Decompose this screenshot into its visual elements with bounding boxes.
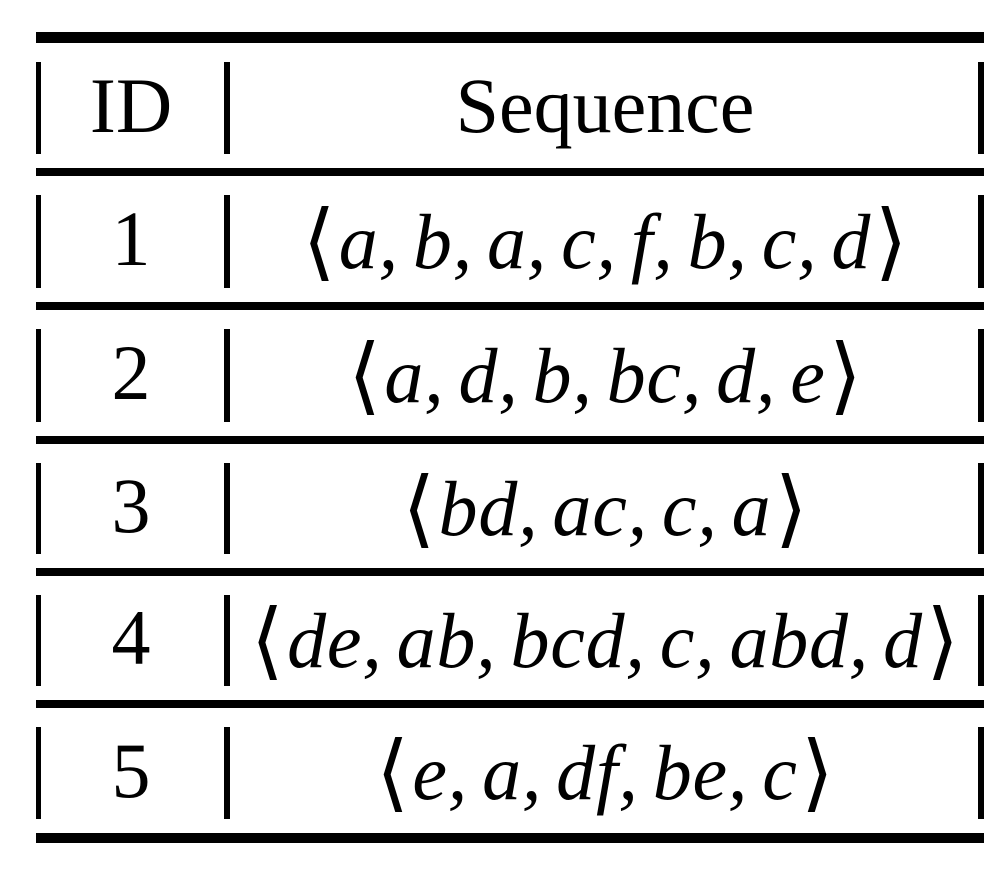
row-id: 1 [111, 195, 151, 282]
angle-bracket-close: ⟩ [774, 458, 808, 557]
sequence-text: ⟨e, a, df, be, c⟩ [376, 728, 834, 814]
angle-bracket-close: ⟩ [829, 325, 862, 424]
sequence-itemsets: e, a, df, be, c [412, 729, 798, 817]
row-id-cell: 3 [36, 444, 226, 568]
sequence-itemsets: bd, ac, c, a [438, 464, 772, 552]
left-border-bar [36, 62, 41, 154]
sequence-text: ⟨a, b, a, c, f, b, c, d⟩ [303, 197, 908, 282]
angle-bracket-close: ⟩ [926, 590, 960, 689]
angle-bracket-open: ⟨ [302, 191, 336, 290]
angle-bracket-open: ⟨ [376, 723, 409, 822]
row-id: 5 [111, 726, 151, 814]
sequence-itemsets: de, ab, bcd, c, abd, d [287, 596, 923, 684]
row-id-cell: 4 [36, 576, 226, 700]
table-row: 5 ⟨e, a, df, be, c⟩ [36, 708, 984, 833]
left-border-bar [36, 463, 41, 554]
sequence-itemsets: a, b, a, c, f, b, c, d [338, 197, 872, 285]
left-border-bar [36, 595, 41, 686]
column-header-sequence-label: Sequence [455, 61, 755, 149]
right-border-bar [978, 595, 984, 686]
row-id: 4 [111, 594, 151, 681]
table-bottom-rule [36, 833, 984, 843]
row-id-cell: 5 [36, 708, 226, 833]
angle-bracket-open: ⟨ [348, 325, 381, 424]
column-divider-bar [224, 195, 230, 288]
left-border-bar [36, 329, 41, 422]
left-border-bar [36, 195, 41, 288]
table-row: 1 ⟨a, b, a, c, f, b, c, d⟩ [36, 176, 984, 302]
row-id: 3 [111, 462, 151, 549]
row-id-cell: 1 [36, 176, 226, 302]
table-top-rule [36, 32, 984, 43]
right-border-bar [978, 329, 984, 422]
right-border-bar [978, 195, 984, 288]
row-separator-rule [36, 568, 984, 576]
angle-bracket-open: ⟨ [402, 458, 436, 557]
angle-bracket-close: ⟩ [874, 191, 908, 290]
column-header-sequence: Sequence [226, 43, 984, 168]
column-divider-bar [224, 463, 230, 554]
row-separator-rule [36, 436, 984, 444]
column-divider-bar [224, 62, 230, 154]
table-row: 4 ⟨de, ab, bcd, c, abd, d⟩ [36, 576, 984, 700]
column-header-id-label: ID [89, 61, 173, 149]
column-divider-bar [224, 595, 230, 686]
row-sequence-cell: ⟨e, a, df, be, c⟩ [226, 708, 984, 833]
table-row: 3 ⟨bd, ac, c, a⟩ [36, 444, 984, 568]
row-id-cell: 2 [36, 310, 226, 436]
header-row: ID Sequence [36, 43, 984, 168]
right-border-bar [978, 463, 984, 554]
sequence-database-table: ID Sequence 1 ⟨a, b, a, c, f, b, c, d⟩ 2… [36, 32, 984, 843]
column-divider-bar [224, 329, 230, 422]
right-border-bar [978, 727, 984, 819]
left-border-bar [36, 727, 41, 819]
column-divider-bar [224, 727, 230, 819]
row-separator-rule [36, 700, 984, 708]
row-separator-rule [36, 302, 984, 310]
sequence-text: ⟨a, d, b, bc, d, e⟩ [348, 331, 862, 416]
table-row: 2 ⟨a, d, b, bc, d, e⟩ [36, 310, 984, 436]
row-id: 2 [111, 329, 151, 416]
row-sequence-cell: ⟨a, b, a, c, f, b, c, d⟩ [226, 176, 984, 302]
right-border-bar [978, 62, 984, 154]
sequence-text: ⟨bd, ac, c, a⟩ [402, 464, 807, 549]
sequence-itemsets: a, d, b, bc, d, e [384, 331, 826, 419]
angle-bracket-open: ⟨ [250, 590, 284, 689]
sequence-text: ⟨de, ab, bcd, c, abd, d⟩ [251, 596, 959, 681]
row-sequence-cell: ⟨bd, ac, c, a⟩ [226, 444, 984, 568]
row-sequence-cell: ⟨de, ab, bcd, c, abd, d⟩ [226, 576, 984, 700]
angle-bracket-close: ⟩ [801, 723, 834, 822]
header-separator-rule [36, 168, 984, 176]
column-header-id: ID [36, 43, 226, 168]
row-sequence-cell: ⟨a, d, b, bc, d, e⟩ [226, 310, 984, 436]
